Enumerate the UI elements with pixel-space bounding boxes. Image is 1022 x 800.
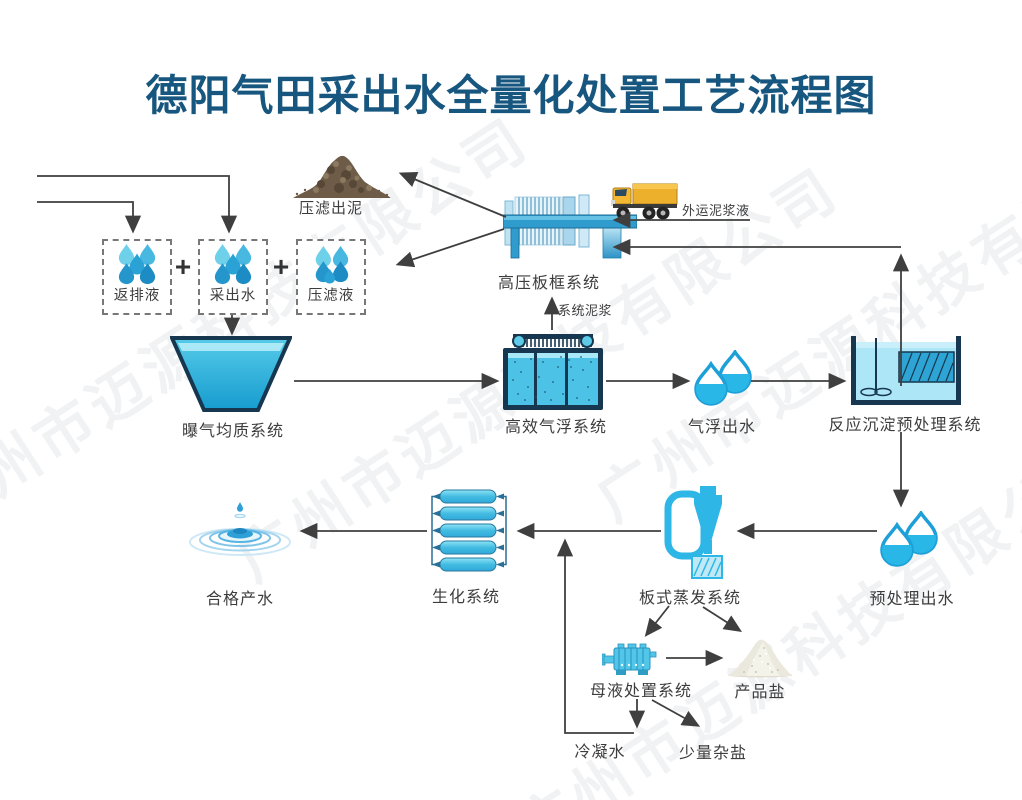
water-splash-icon — [189, 502, 291, 556]
salt-pile-icon — [728, 639, 792, 678]
label-qualified-water: 合格产水 — [205, 591, 275, 608]
biochemical-tubes-icon — [431, 489, 507, 572]
water-drops-icon — [315, 245, 349, 284]
arrow-condensate-return — [556, 538, 634, 734]
label-flotation-outflow: 气浮出水 — [687, 419, 757, 436]
input-label-produced-water: 采出水 — [209, 288, 257, 304]
label-aeration-system: 曝气均质系统 — [181, 423, 285, 440]
label-biochemical-system: 生化系统 — [431, 589, 501, 606]
input-label-filtrate: 压滤液 — [307, 288, 355, 304]
arrow-feed-to-produced-water — [37, 175, 238, 234]
label-condensate: 冷凝水 — [574, 744, 626, 761]
label-pretreatment-outflow: 预处理出水 — [869, 591, 955, 608]
mother-liquor-machine-icon — [602, 643, 657, 675]
flotation-outflow-drops-icon — [694, 350, 752, 406]
input-label-flowback: 返排液 — [113, 288, 161, 304]
flotation-tank-icon — [503, 334, 603, 410]
water-drops-icon — [214, 244, 252, 285]
arrow-plate-frame-to-filtrate — [395, 228, 505, 268]
arrow-mother-liquor-to-misc-salt — [651, 699, 701, 727]
plus-sign: + — [272, 251, 290, 282]
arrow-plate-frame-to-sludge-pile — [398, 172, 507, 218]
page-title: 德阳气田采出水全量化处置工艺流程图 — [145, 72, 877, 119]
label-mother-liquor-system: 母液处置系统 — [589, 683, 693, 700]
label-system-mud: 系统泥浆 — [558, 303, 613, 318]
plus-sign: + — [174, 251, 192, 282]
plate-frame-press-icon — [503, 194, 637, 259]
input-box-produced-water: 采出水 — [198, 239, 268, 315]
label-filter-sludge: 压滤出泥 — [298, 200, 364, 217]
pretreatment-tank-icon — [851, 336, 961, 405]
water-drops-icon — [118, 244, 156, 285]
label-evaporation-system: 板式蒸发系统 — [638, 590, 742, 607]
input-box-filtrate: 压滤液 — [296, 239, 366, 315]
evaporator-icon — [664, 486, 723, 579]
label-product-salt: 产品盐 — [734, 684, 786, 701]
label-plate-frame-system: 高压板框系统 — [497, 275, 601, 292]
label-pretreatment-system: 反应沉淀预处理系统 — [828, 417, 982, 434]
label-hauled-slurry: 外运泥浆液 — [682, 203, 750, 218]
arrow-evaporation-to-mother-liquor — [644, 605, 670, 637]
label-misc-salt: 少量杂盐 — [678, 745, 748, 762]
pretreatment-outflow-drops-icon — [880, 511, 938, 567]
truck-icon — [611, 183, 678, 220]
sludge-pile-icon — [293, 155, 391, 198]
arrow-evaporation-to-salt — [702, 606, 743, 632]
arrow-feed-to-flowback — [37, 201, 142, 234]
input-box-flowback: 返排液 — [102, 239, 172, 315]
aeration-tank-icon — [170, 336, 292, 412]
label-flotation-system: 高效气浮系统 — [504, 419, 608, 436]
